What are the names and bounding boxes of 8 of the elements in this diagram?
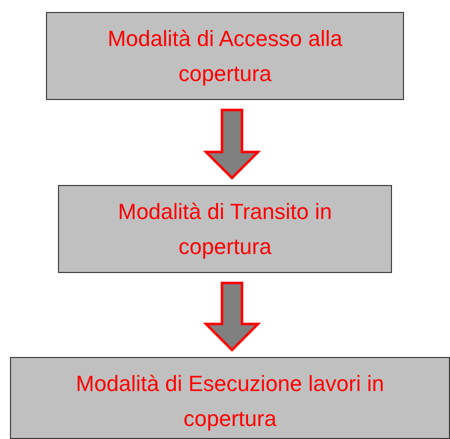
box-label: Modalità di Transito in copertura xyxy=(117,198,333,261)
block-arrow xyxy=(202,108,262,180)
process-box xyxy=(10,357,450,439)
box-label: Modalità di Esecuzione lavori in copertura xyxy=(74,370,386,433)
process-box xyxy=(46,12,404,100)
process-box xyxy=(58,185,392,273)
box-label: Modalità di Accesso alla copertura xyxy=(106,25,344,88)
block-arrow xyxy=(202,282,262,352)
